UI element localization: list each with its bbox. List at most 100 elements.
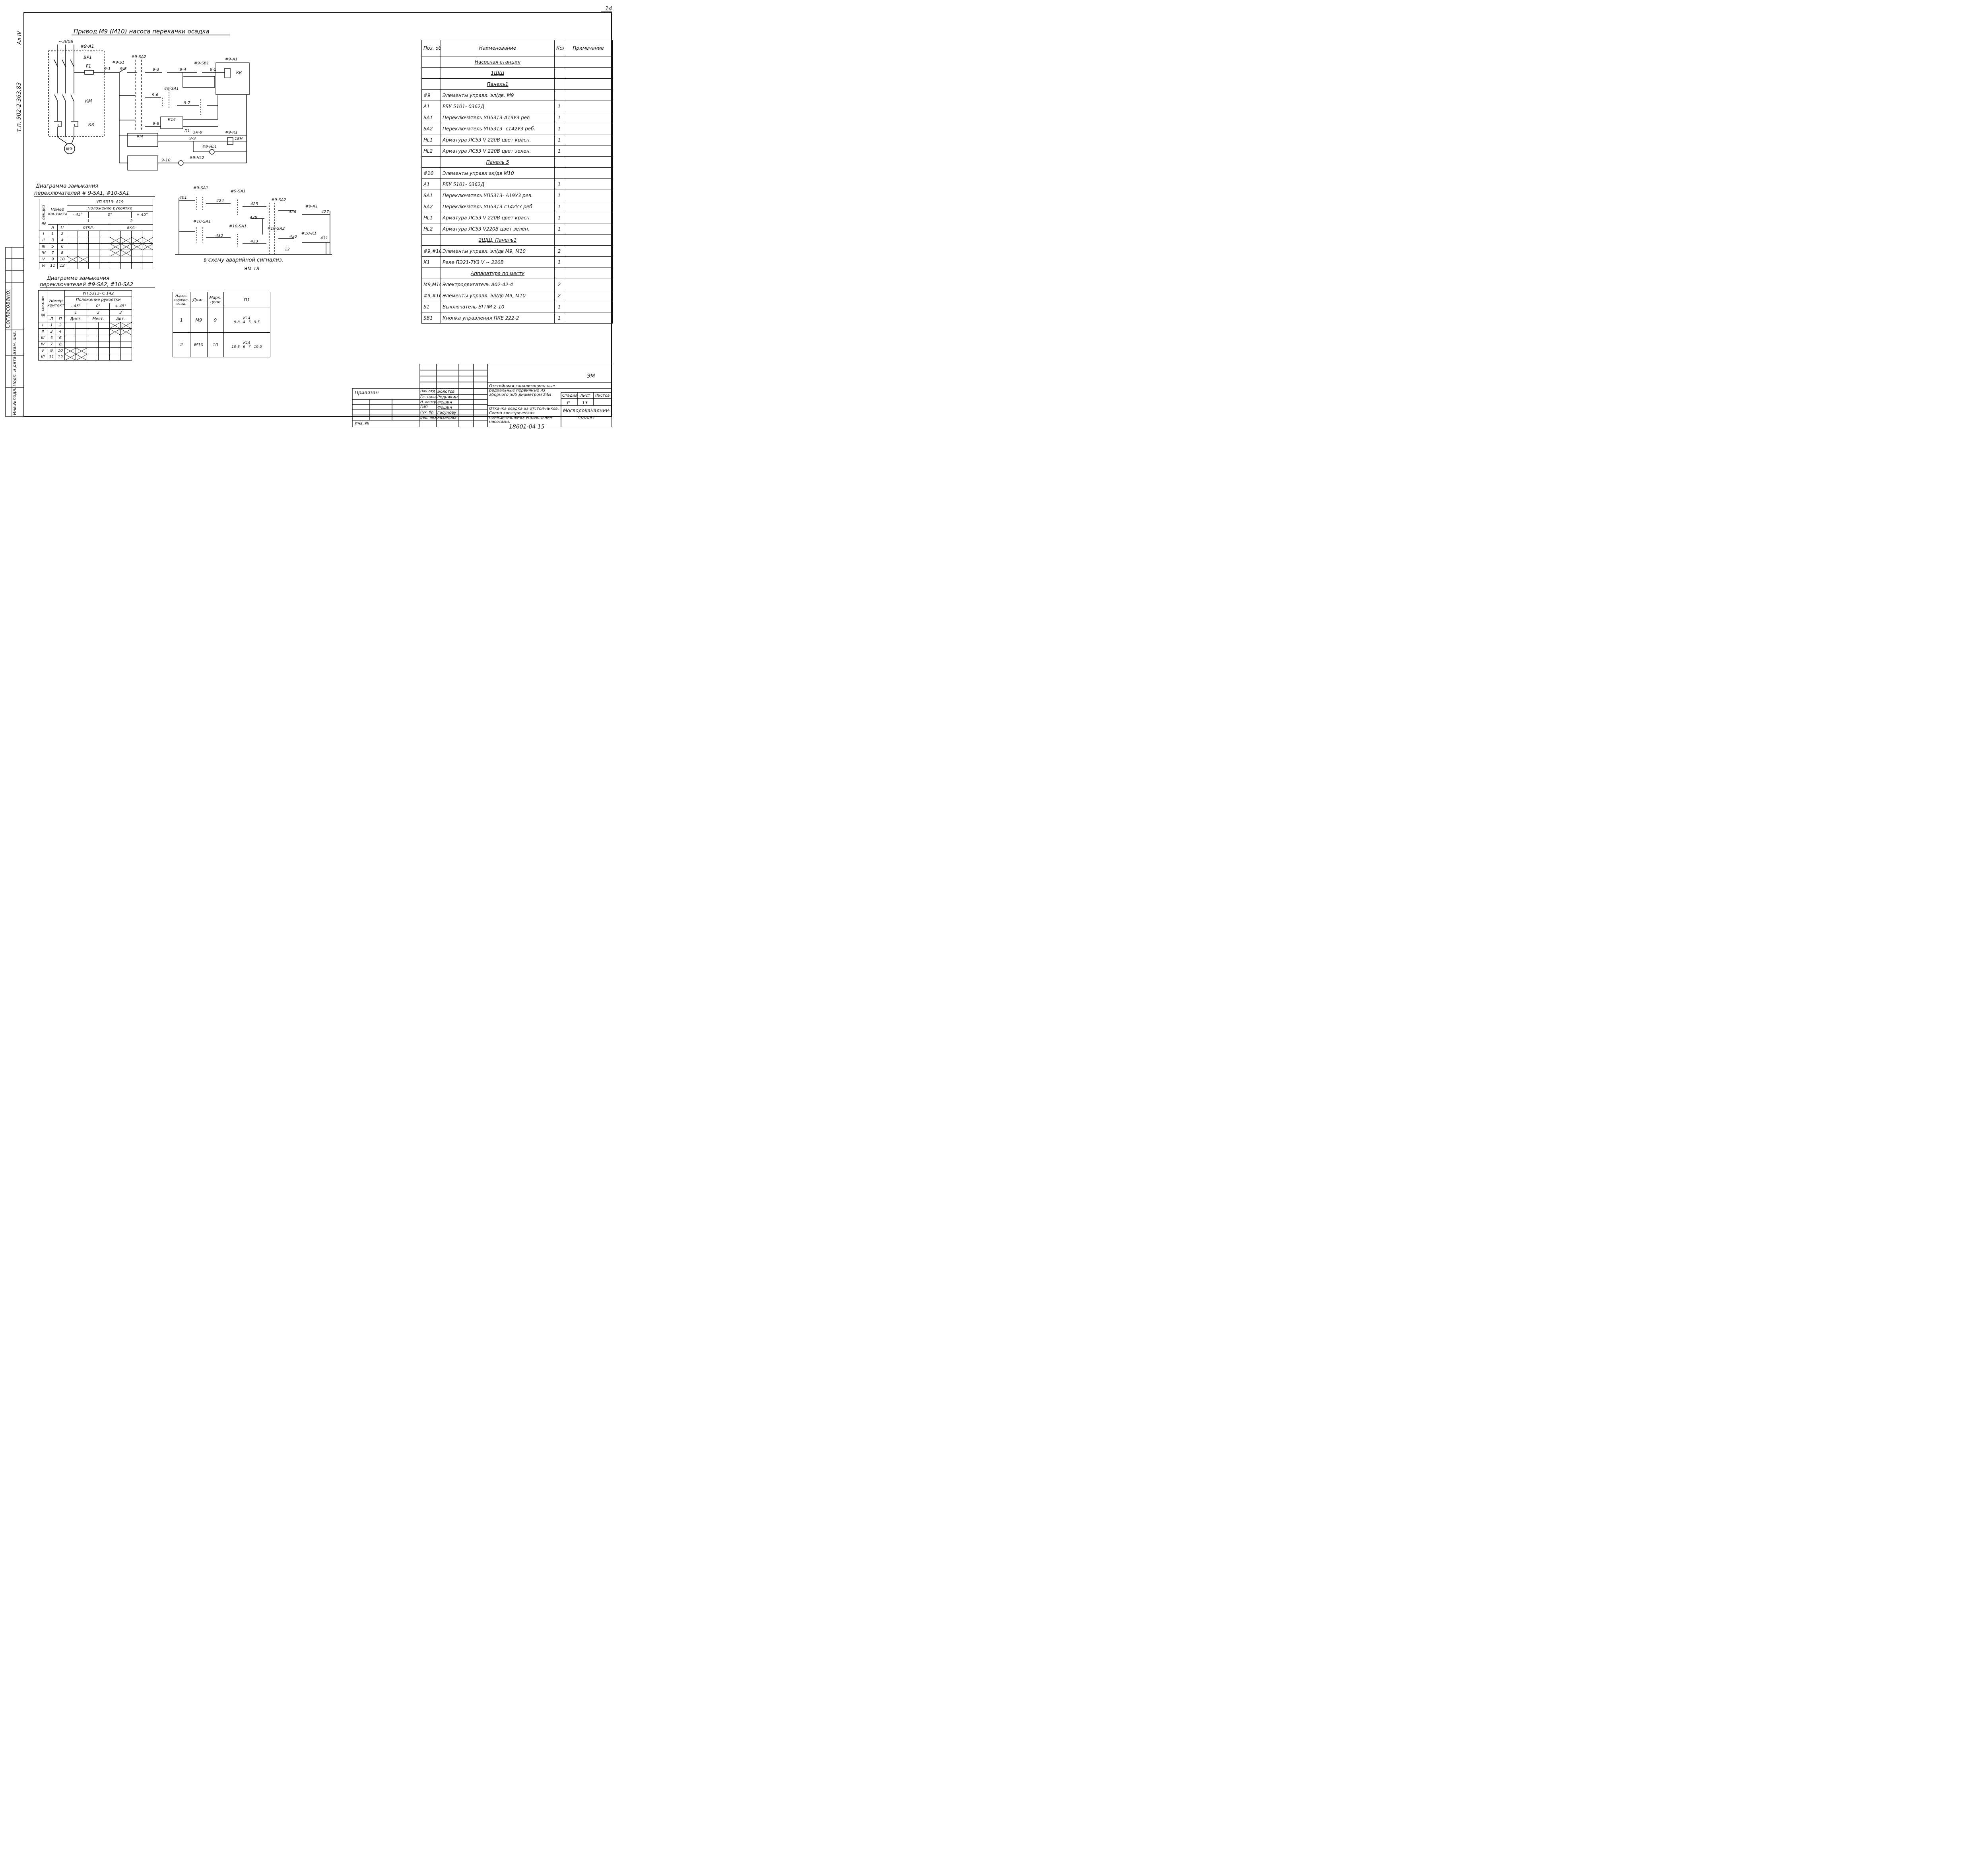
stamp-inv: Инв. №	[355, 421, 369, 426]
spec-note	[564, 101, 613, 112]
spec-pos: М9,М10	[421, 279, 441, 290]
supply-label: ~380В	[58, 39, 74, 44]
spec-name: Элементы управл. эл/дв. М9	[441, 89, 555, 101]
spec-note	[564, 123, 613, 134]
stamp-role-4: Рук. бр.	[420, 411, 435, 415]
spec-pos: А1	[421, 101, 441, 112]
title-block-grid	[352, 364, 612, 427]
open-cell	[78, 231, 89, 237]
open-cell	[131, 262, 143, 269]
closed-cell	[67, 256, 78, 263]
alarm-label-10-K1: #10-К1	[301, 231, 316, 236]
spec-note	[564, 190, 613, 201]
contact-left: 5	[47, 335, 56, 341]
spec-note	[564, 112, 613, 123]
drawing-sheet: 14 Привод М9 (М10) насоса перекачки осад…	[5, 6, 612, 417]
d2-posnum-1: 1	[64, 309, 87, 316]
spec-pos	[421, 67, 441, 79]
closed-cell	[110, 237, 121, 244]
spec-name: РБУ 5101- 0362Д	[441, 178, 555, 190]
spec-qty: 2	[554, 279, 564, 290]
pump-motor: М9	[190, 308, 208, 333]
wire-427: 427	[321, 210, 329, 214]
open-cell	[120, 231, 132, 237]
spec-note	[564, 301, 613, 312]
spec-name: Выключатель ВГПМ 2-10	[441, 301, 555, 312]
spec-name: Панель 5	[441, 156, 555, 168]
d1-pos-plus: + 45°	[131, 211, 153, 218]
spec-qty	[554, 67, 564, 79]
spec-note	[564, 56, 613, 68]
open-cell	[88, 262, 100, 269]
closed-cell	[64, 347, 76, 354]
specification-table: Поз. обозн. Наименование Кол Примечание …	[421, 40, 613, 324]
spec-row: Аппаратура по месту	[421, 268, 613, 279]
label-KM: КМ	[85, 99, 92, 104]
wire-9-1: 9-1	[104, 67, 111, 71]
open-cell	[87, 341, 99, 348]
open-cell	[67, 262, 78, 269]
spec-note	[564, 78, 613, 90]
wire-432: 432	[215, 234, 223, 238]
contact-right: 12	[57, 262, 68, 269]
spec-name: Арматура ЛС53 V 220В цвет красн.	[441, 212, 555, 223]
spec-pos: HL1	[421, 134, 441, 145]
contact-left: 7	[47, 341, 56, 348]
alarm-caption: в схему аварийной сигнализ.	[204, 257, 283, 263]
spec-qty	[554, 89, 564, 101]
label-em9: эм-9	[193, 130, 202, 135]
contact-right: 6	[56, 335, 65, 341]
contact-right: 8	[56, 341, 65, 348]
spec-qty	[554, 78, 564, 90]
label-F1: F1	[86, 64, 91, 69]
stamp-name-5: Рязанова	[437, 416, 457, 420]
contact-left: 9	[47, 347, 56, 354]
d2-section-hdr: № секции	[38, 290, 47, 322]
wire-9-8: 9-8	[153, 122, 159, 126]
section-num: IV	[39, 250, 48, 256]
stamp-stage: Р	[567, 400, 570, 405]
label-KK: КК	[88, 122, 95, 127]
closed-cell	[142, 237, 153, 244]
open-cell	[64, 341, 76, 348]
open-cell	[120, 335, 132, 341]
open-cell	[142, 231, 153, 237]
wire-9-7: 9-7	[184, 101, 190, 105]
section-num: V	[39, 256, 48, 263]
album-sheet: Ал IV	[17, 31, 23, 45]
spec-qty: 2	[554, 290, 564, 301]
spec-name: Переключатель УП5313- А19У3 рев.	[441, 190, 555, 201]
spec-pos: #9,#10	[421, 290, 441, 301]
contact-right: 10	[56, 347, 65, 354]
spec-name: Арматура ЛС53 V 220В цвет зелен.	[441, 145, 555, 157]
diagram1-title1: Диаграмма замыкания	[35, 183, 98, 189]
open-cell	[78, 250, 89, 256]
spec-pos: #10	[421, 167, 441, 179]
diagram2-title1: Диаграмма замыкания	[47, 275, 109, 281]
open-cell	[120, 354, 132, 361]
pump-table: Насос. перекл. осад. Двиг. Марк. цепи П1…	[173, 292, 270, 357]
spec-header-note: Примечание	[564, 40, 613, 56]
wire-9-4: 9-4	[180, 68, 186, 72]
spec-qty	[554, 56, 564, 68]
diagram2-title2: переключателей #9-SA2, #10-SA2	[40, 282, 133, 288]
alarm-label-9-K1: #9-К1	[305, 204, 318, 209]
spec-qty: 2	[554, 245, 564, 257]
open-cell	[142, 256, 153, 263]
pump-n: 2	[173, 332, 190, 357]
contact-left: 11	[48, 262, 58, 269]
open-cell	[120, 256, 132, 263]
spec-pos	[421, 56, 441, 68]
